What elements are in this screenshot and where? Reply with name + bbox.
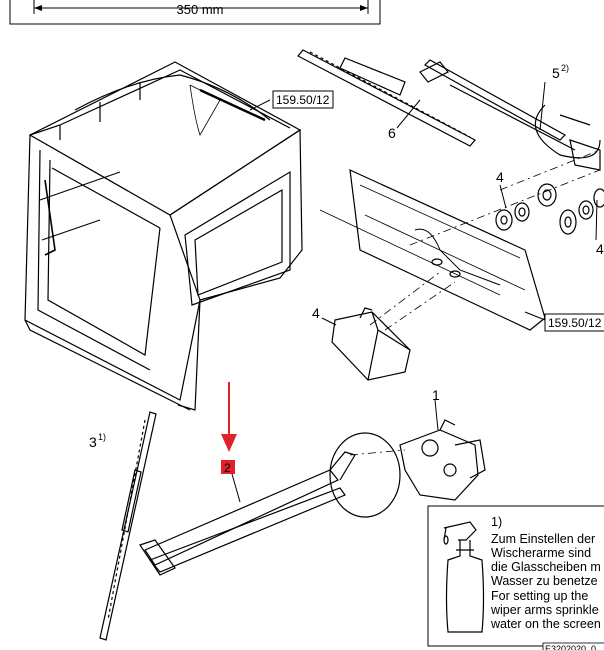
callout-4-motor: 4 xyxy=(312,305,320,321)
callout-4-extra: 4 xyxy=(560,199,561,201)
cab-frame xyxy=(24,61,303,411)
note-box: 1) Zum Einstellen der Wischerarme sind d… xyxy=(427,505,604,647)
spray-bottle-icon xyxy=(443,521,485,633)
dimension-label: 350 mm xyxy=(177,2,224,17)
note-line-7: water on the screen xyxy=(490,617,601,631)
callout-1: 1 xyxy=(432,387,440,403)
windscreen-panel xyxy=(319,169,546,331)
note-line-1: Zum Einstellen der xyxy=(491,532,595,546)
callout-5-superscript: 2) xyxy=(561,63,569,73)
reference-label-bottom: 159.50/12 xyxy=(548,316,602,330)
callout-6: 6 xyxy=(388,125,396,141)
wiper-arm-lower xyxy=(139,451,356,576)
wiper-motor-small xyxy=(331,271,456,381)
callout-4-grommet: 4 xyxy=(596,241,604,257)
wiper-blade-left xyxy=(99,411,157,641)
note-line-4: Wasser zu benetze xyxy=(491,574,598,588)
callout-2: 2 xyxy=(224,461,231,475)
dimension-box: 350 mm xyxy=(9,0,381,25)
reference-box-bottom: 159.50/12 xyxy=(544,313,604,332)
note-marker: 1) xyxy=(491,515,502,529)
wiper-motor-main xyxy=(329,419,486,518)
reference-box-top: 159.50/12 xyxy=(272,90,334,109)
grommet-parts xyxy=(409,149,604,246)
note-line-2: Wischerarme sind xyxy=(491,546,591,560)
reference-label-top: 159.50/12 xyxy=(276,93,330,107)
callout-3-superscript: 1) xyxy=(98,432,106,442)
callout-5: 5 xyxy=(552,65,560,81)
figure-id: E3202020_0 xyxy=(545,644,596,650)
note-line-5: For setting up the xyxy=(491,589,588,603)
callout-3: 3 xyxy=(89,434,97,450)
wiper-blade-top xyxy=(297,49,476,147)
note-line-3: die Glasscheiben m xyxy=(491,560,601,574)
highlight-arrow xyxy=(221,382,241,503)
callout-4-washers: 4 xyxy=(496,169,504,185)
leader-lines xyxy=(249,81,598,431)
note-line-6: wiper arms sprinkle xyxy=(490,603,599,617)
wiper-arm-top xyxy=(419,59,601,171)
